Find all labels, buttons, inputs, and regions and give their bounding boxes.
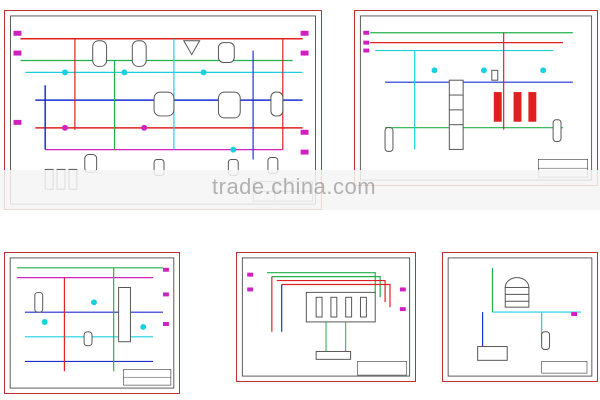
- line-tag: [300, 149, 309, 155]
- title-block: [541, 361, 588, 374]
- drawing-sheet-3: [4, 252, 180, 394]
- vessel: [131, 40, 147, 67]
- instrument: [200, 69, 207, 76]
- watermark-band: [0, 170, 600, 210]
- drawing-sheet-4: [236, 252, 416, 382]
- instrument: [230, 146, 237, 153]
- reactor: [153, 91, 175, 117]
- equipment-block: [305, 291, 376, 323]
- heat-exchanger: [493, 92, 502, 122]
- line-tag: [300, 30, 309, 36]
- funnel: [182, 40, 201, 56]
- heat-exchanger: [528, 92, 537, 122]
- vessel: [270, 91, 284, 117]
- instrument: [62, 69, 68, 76]
- process-diagram-3: [9, 257, 175, 389]
- distillation-column: [118, 287, 131, 343]
- vessel: [552, 119, 562, 142]
- tower-body: [504, 286, 530, 308]
- instrument: [121, 69, 128, 76]
- vessel: [92, 40, 108, 67]
- drawing-sheet-2: [354, 10, 598, 186]
- process-diagram-4: [241, 257, 411, 377]
- line-tag: [13, 119, 22, 125]
- heat-exchanger: [513, 92, 522, 122]
- vessel: [217, 42, 235, 63]
- instrument: [62, 124, 68, 131]
- process-diagram-2: [359, 15, 593, 181]
- line-tag: [300, 129, 309, 135]
- vessel: [384, 127, 394, 152]
- tank: [477, 346, 508, 361]
- process-diagram-5: [447, 257, 593, 377]
- drawing-sheet-5: [442, 252, 598, 382]
- distillation-column: [448, 79, 464, 150]
- line-tag: [13, 30, 22, 36]
- line-tag: [300, 50, 309, 56]
- instrument: [141, 124, 148, 131]
- line-tag: [13, 50, 22, 56]
- reactor: [217, 91, 241, 119]
- title-block: [357, 361, 408, 376]
- watermark-text: trade.china.com: [212, 174, 377, 199]
